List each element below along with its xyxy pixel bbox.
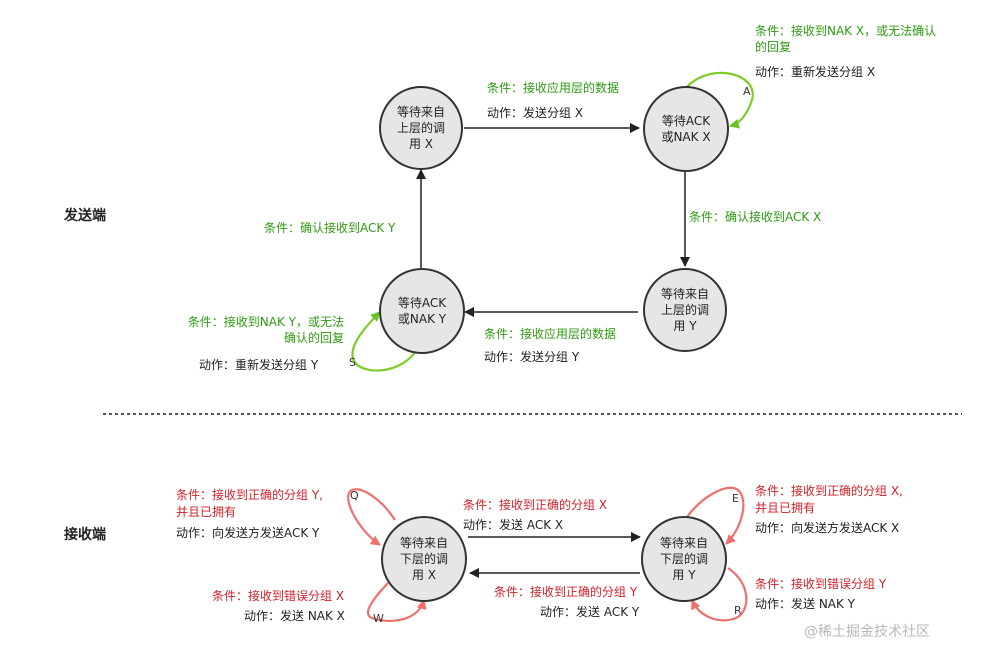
letter-e: E — [732, 492, 739, 505]
loop-r — [690, 567, 748, 622]
cond-ack-x-to-call-y: 条件：确认接收到ACK X — [689, 210, 822, 224]
cond-ack-y-to-call-x: 条件：确认接收到ACK Y — [264, 221, 396, 235]
loop-q — [347, 488, 396, 546]
cond-loop-s: 条件：接收到NAK Y，或无法确认的回复 — [187, 315, 344, 345]
letter-w: W — [373, 612, 384, 625]
node-wait-down-y: 等待来自下层的调用 Y — [641, 516, 727, 602]
action-call-x-to-ack-x: 动作：发送分组 X — [487, 106, 584, 120]
watermark: @稀土掘金技术社区 — [804, 624, 930, 640]
cond-loop-r: 条件：接收到错误分组 Y — [755, 577, 887, 591]
action-loop-w: 动作：发送 NAK X — [244, 609, 345, 623]
receiver-label: 接收端 — [64, 527, 106, 543]
cond-loop-a: 条件：接收到NAK X，或无法确认的回复 — [755, 24, 937, 54]
loop-a — [682, 71, 754, 129]
cond-call-y-to-ack-y: 条件：接收应用层的数据 — [484, 327, 617, 341]
sender-label: 发送端 — [64, 208, 106, 224]
node-wait-ack-y: 等待ACK或NAK Y — [379, 268, 465, 354]
node-wait-down-x: 等待来自下层的调用 X — [381, 516, 467, 602]
cond-loop-e-line1: 条件：接收到正确的分组 X, — [755, 484, 903, 498]
loop-s — [351, 311, 419, 372]
cond-loop-q-line2: 并且已拥有 — [176, 505, 237, 519]
action-y-to-x: 动作：发送 ACK Y — [540, 605, 640, 619]
cond-loop-e-line2: 并且已拥有 — [755, 501, 816, 515]
letter-a: A — [743, 85, 751, 98]
action-loop-s: 动作：重新发送分组 Y — [199, 358, 319, 372]
letter-r: R — [734, 604, 742, 617]
action-loop-q: 动作：向发送方发送ACK Y — [176, 526, 320, 540]
node-wait-call-y: 等待来自上层的调用 Y — [643, 268, 727, 352]
node-wait-ack-x: 等待ACK或NAK X — [643, 86, 729, 172]
cond-call-x-to-ack-x: 条件：接收应用层的数据 — [487, 81, 620, 95]
cond-loop-w: 条件：接收到错误分组 X — [212, 589, 345, 603]
loop-w — [366, 582, 427, 622]
action-loop-a: 动作：重新发送分组 X — [755, 65, 876, 79]
letter-q: Q — [350, 489, 359, 502]
letter-s: S — [349, 356, 356, 369]
action-x-to-y: 动作：发送 ACK X — [463, 518, 564, 532]
action-call-y-to-ack-y: 动作：发送分组 Y — [484, 350, 580, 364]
action-loop-r: 动作：发送 NAK Y — [755, 597, 856, 611]
cond-x-to-y: 条件：接收到正确的分组 X — [463, 498, 608, 512]
cond-loop-q-line1: 条件：接收到正确的分组 Y, — [176, 488, 323, 502]
node-wait-call-x: 等待来自上层的调用 X — [379, 86, 463, 170]
action-loop-e: 动作：向发送方发送ACK X — [755, 521, 900, 535]
loop-e — [682, 486, 745, 545]
cond-y-to-x: 条件：接收到正确的分组 Y — [494, 585, 638, 599]
